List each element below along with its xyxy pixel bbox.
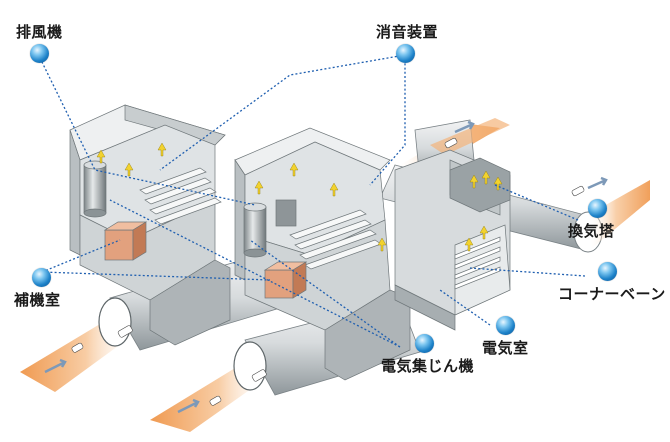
label-corner-vane-text: コーナーベーン: [558, 285, 666, 303]
label-silencer: 消音装置: [376, 21, 438, 63]
label-electrical-room-text: 電気室: [482, 339, 529, 357]
left-building: [69, 104, 231, 346]
leader-lines: [39, 54, 586, 348]
marker-ball-icon: [496, 316, 515, 335]
exhaust-fan-middle: [243, 206, 267, 254]
car-icon-upper: [444, 137, 458, 149]
label-auxiliary-room-text: 補機室: [14, 291, 61, 309]
label-corner-vane: コーナーベーン: [558, 262, 666, 304]
arrow-icon-upper-right: [587, 176, 608, 190]
label-silencer-text: 消音装置: [376, 23, 439, 41]
lower-tunnel-left-portal: [98, 297, 132, 347]
label-electrical-room: 電気室: [482, 316, 529, 358]
leader-electrical-room: [439, 289, 491, 326]
airflow-arrows: [96, 142, 503, 252]
label-ventilation-tower: 換気塔: [568, 199, 615, 241]
marker-ball-icon: [396, 44, 415, 63]
leader-dust-collector: [109, 199, 401, 348]
label-exhaust-fan: 排風機: [16, 21, 63, 63]
car-icon-lower-right-2: [209, 395, 222, 406]
ventilation-tower: [449, 157, 511, 213]
middle-building: [234, 127, 411, 381]
leader-auxiliary-room: [41, 239, 271, 281]
exhaust-fan-left: [83, 164, 107, 214]
right-building: [394, 149, 511, 331]
car-icon-lower-left-2: [71, 342, 84, 353]
marker-ball-icon: [415, 334, 434, 353]
marker-ball-icon: [598, 262, 617, 281]
marker-ball-icon: [30, 44, 49, 63]
upper-tunnel-exit-glow: [588, 180, 650, 248]
label-auxiliary-room: 補機室: [14, 268, 61, 310]
label-dust-collector-text: 電気集じん機: [381, 357, 475, 375]
car-icon-lower-left: [117, 325, 133, 338]
marker-ball-icon: [32, 268, 51, 287]
leader-silencer: [159, 54, 406, 186]
car-icon-upper-right: [571, 185, 585, 197]
arrow-icon-lower-left: [44, 358, 67, 374]
arrow-icon-lower-right: [177, 398, 200, 414]
lower-tunnel-right-portal: [233, 341, 267, 391]
label-exhaust-fan-text: 排風機: [16, 23, 63, 41]
label-dust-collector: 電気集じん機: [381, 334, 474, 376]
car-icon-lower-right: [251, 369, 267, 382]
marker-ball-icon: [588, 199, 607, 218]
arrow-icon-upper-left: [454, 120, 475, 134]
label-ventilation-tower-text: 換気塔: [568, 222, 615, 240]
